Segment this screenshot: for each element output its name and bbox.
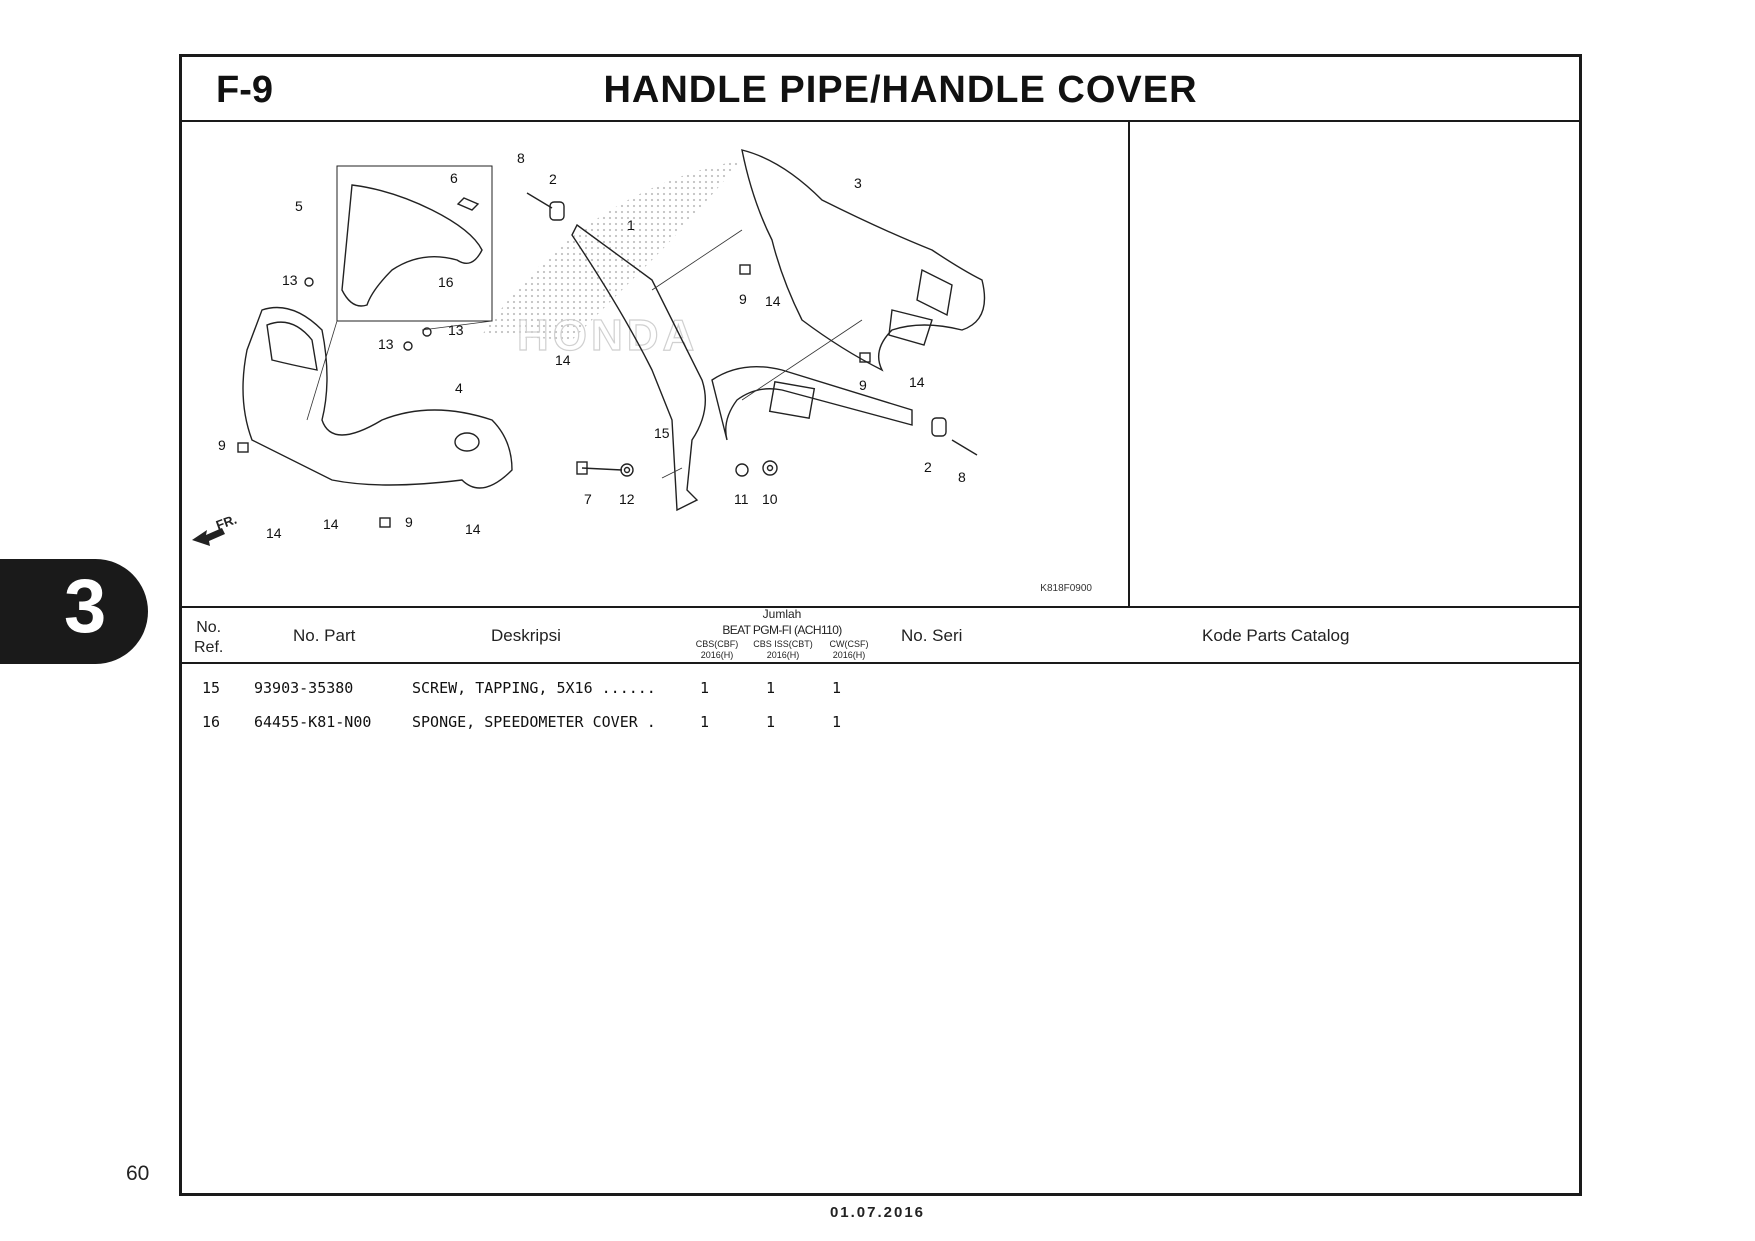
title-row: F-9 HANDLE PIPE/HANDLE COVER <box>182 57 1579 122</box>
table-row: 15 93903-35380 SCREW, TAPPING, 5X16 ....… <box>182 679 1579 707</box>
header-jumlah: Jumlah <box>762 607 802 621</box>
row-ref: 16 <box>202 713 221 731</box>
callout-11: 11 <box>734 491 749 507</box>
row-description: SPONGE, SPEEDOMETER COVER . <box>412 713 656 731</box>
header-ref-line1: No. <box>196 619 222 636</box>
table-header: No. Ref. No. Part Deskripsi Jumlah BEAT … <box>182 606 1579 664</box>
section-code: F-9 <box>216 69 273 111</box>
revision-date: 01.07.2016 <box>829 1204 926 1221</box>
callout-8b: 8 <box>958 469 966 485</box>
part-3-rear-cover <box>741 149 986 372</box>
front-direction-arrow: FR. <box>192 512 239 546</box>
callout-9b: 9 <box>405 514 413 530</box>
part-8-left-screw <box>526 192 553 209</box>
callout-9a: 9 <box>218 437 226 453</box>
callout-12: 12 <box>619 491 635 507</box>
variant-1: CBS(CBF)2016(H) <box>695 639 739 660</box>
callout-14d: 14 <box>266 525 282 541</box>
honda-watermark-text: HONDA <box>517 311 698 360</box>
part-2-left-weight <box>549 201 565 221</box>
callout-13c: 13 <box>378 336 394 352</box>
row-qty-cbs-iss: 1 <box>766 679 776 697</box>
callout-10: 10 <box>762 491 778 507</box>
callout-5: 5 <box>295 198 303 214</box>
callout-1: 1 <box>627 217 635 233</box>
row-qty-cw: 1 <box>832 713 842 731</box>
part-13-c <box>403 341 413 351</box>
callout-14a: 14 <box>555 352 571 368</box>
header-serial: No. Seri <box>901 626 963 645</box>
callout-7: 7 <box>584 491 592 507</box>
header-model: BEAT PGM-FI (ACH110) <box>722 623 842 637</box>
part-10-washer <box>762 460 778 476</box>
variant-3: CW(CSF)2016(H) <box>829 639 869 660</box>
row-description: SCREW, TAPPING, 5X16 ...... <box>412 679 656 697</box>
callout-2a: 2 <box>549 171 557 187</box>
chapter-number: 3 <box>64 564 107 649</box>
row-qty-cbs: 1 <box>700 713 710 731</box>
callout-14b: 14 <box>765 293 781 309</box>
part-11-washer <box>735 463 749 477</box>
page-number: 60 <box>126 1162 150 1185</box>
row-part-number: 64455-K81-N00 <box>254 713 372 731</box>
row-qty-cbs-iss: 1 <box>766 713 776 731</box>
part-4-front-cover <box>242 306 513 489</box>
parts-drawing: HONDA <box>192 149 986 546</box>
section-title: HANDLE PIPE/HANDLE COVER <box>603 69 1198 111</box>
header-ref-line2: Ref. <box>194 639 224 656</box>
part-9-clip-a <box>237 442 249 453</box>
callout-15: 15 <box>654 425 670 441</box>
part-7-bolt <box>581 467 623 471</box>
speedometer-cover-box <box>336 165 493 322</box>
part-9-clip-b <box>379 517 391 528</box>
variant-2: CBS ISS(CBT)2016(H) <box>753 639 813 660</box>
callout-2b: 2 <box>924 459 932 475</box>
callout-14f: 14 <box>465 521 481 537</box>
header-catalog: Kode Parts Catalog <box>1202 626 1350 645</box>
part-9-clip-d <box>859 352 871 363</box>
honda-wing-watermark: HONDA <box>482 160 742 361</box>
exploded-diagram: HONDA <box>182 120 1130 606</box>
part-12-washer <box>620 463 634 477</box>
part-13-a <box>304 277 314 287</box>
fr-label: FR. <box>214 512 239 533</box>
header-desc: Deskripsi <box>491 626 561 645</box>
callout-9c: 9 <box>739 291 747 307</box>
part-1-handle-pipe <box>571 223 707 512</box>
callout-6: 6 <box>450 170 458 186</box>
table-row: 16 64455-K81-N00 SPONGE, SPEEDOMETER COV… <box>182 713 1579 741</box>
part-8-right-screw <box>951 439 978 456</box>
callout-4: 4 <box>455 380 463 396</box>
row-part-number: 93903-35380 <box>254 679 354 697</box>
part-13-b <box>422 327 432 337</box>
callout-9d: 9 <box>859 377 867 393</box>
figure-code: K818F0900 <box>1040 583 1092 594</box>
callout-13b: 13 <box>448 322 464 338</box>
row-qty-cbs: 1 <box>700 679 710 697</box>
part-5-speedometer-cover <box>341 184 483 307</box>
page-frame: F-9 HANDLE PIPE/HANDLE COVER HONDA <box>179 54 1582 1196</box>
callout-16: 16 <box>438 274 454 290</box>
callout-8a: 8 <box>517 150 525 166</box>
part-2-right-weight <box>931 417 947 437</box>
header-part: No. Part <box>293 626 356 645</box>
part-9-clip-c <box>739 264 751 275</box>
callout-3: 3 <box>854 175 862 191</box>
row-ref: 15 <box>202 679 221 697</box>
part-6 <box>456 197 480 211</box>
callout-14c: 14 <box>909 374 925 390</box>
row-qty-cw: 1 <box>832 679 842 697</box>
callout-13a: 13 <box>282 272 298 288</box>
header-ref: No. Ref. <box>194 618 223 658</box>
chapter-tab: 3 <box>0 559 148 664</box>
callout-14e: 14 <box>323 516 339 532</box>
